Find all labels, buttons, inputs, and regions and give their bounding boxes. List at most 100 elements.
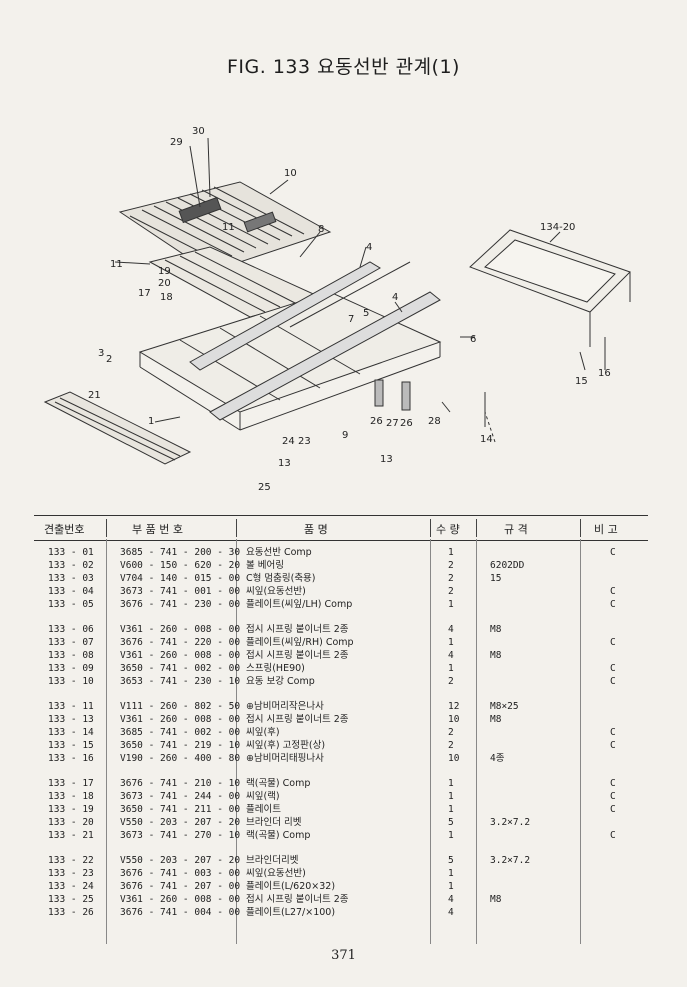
ref-no-cell: 133 - 21 — [48, 830, 94, 841]
quantity-cell: 2 — [448, 676, 454, 687]
quantity-cell: 1 — [448, 881, 454, 892]
part-no-cell: 3653 - 741 - 230 - 10 — [120, 676, 241, 687]
remark-cell: C — [610, 599, 616, 610]
part-name-cell: ⊕남비머리작은나사 — [246, 701, 324, 712]
diagram-label-25: 25 — [258, 482, 271, 493]
diagram-label-27: 27 — [386, 418, 399, 429]
part-name-cell: 접시 시프링 붙이너트 2종 — [246, 714, 349, 725]
ref-no-cell: 133 - 09 — [48, 663, 94, 674]
part-no-cell: V361 - 260 - 008 - 00 — [120, 714, 241, 725]
diagram-label-134-20: 134-20 — [540, 222, 575, 233]
quantity-cell: 5 — [448, 855, 454, 866]
part-name-cell: 접시 시프링 붙이너트 2종 — [246, 650, 349, 661]
quantity-cell: 2 — [448, 586, 454, 597]
part-no-cell: V361 - 260 - 008 - 00 — [120, 894, 241, 905]
diagram-label-2: 2 — [106, 354, 112, 365]
spec-cell: M8 — [490, 714, 502, 725]
diagram-label-4b: 4 — [392, 292, 398, 303]
diagram-label-3: 3 — [98, 348, 104, 359]
part-name-cell: 랙(곡물) Comp — [246, 778, 311, 789]
part-no-cell: 3650 - 741 - 219 - 10 — [120, 740, 241, 751]
remark-cell: C — [610, 547, 616, 558]
diagram-label-19: 19 — [158, 266, 171, 277]
quantity-cell: 4 — [448, 907, 454, 918]
diagram-label-15: 15 — [575, 376, 588, 387]
ref-no-cell: 133 - 13 — [48, 714, 94, 725]
ref-no-cell: 133 - 17 — [48, 778, 94, 789]
diagram-label-10: 10 — [284, 168, 297, 179]
part-name-cell: 씨잎(후) — [246, 727, 280, 738]
part-name-cell: 요동선반 Comp — [246, 547, 312, 558]
header-quantity: 수 량 — [436, 523, 460, 536]
diagram-label-1: 1 — [148, 416, 154, 427]
ref-no-cell: 133 - 08 — [48, 650, 94, 661]
spec-cell: M8 — [490, 894, 502, 905]
page-number: 371 — [331, 948, 356, 963]
part-name-cell: 플레이트(L/620×32) — [246, 881, 336, 892]
part-no-cell: 3685 - 741 - 200 - 30 — [120, 547, 241, 558]
figure-title: FIG. 133 요동선반 관계(1) — [227, 56, 460, 78]
part-no-cell: 3685 - 741 - 002 - 00 — [120, 727, 241, 738]
spec-cell: 6202DD — [490, 560, 525, 571]
quantity-cell: 2 — [448, 740, 454, 751]
part-name-cell: 플레이트(씨잎/RH) Comp — [246, 637, 354, 648]
diagram-label-5: 5 — [363, 308, 369, 319]
part-name-cell: ⊕남비머리태핑나사 — [246, 753, 324, 764]
ref-no-cell: 133 - 16 — [48, 753, 94, 764]
part-no-cell: 3650 - 741 - 002 - 00 — [120, 663, 241, 674]
remark-cell: C — [610, 676, 616, 687]
spec-cell: M8 — [490, 650, 502, 661]
part-name-cell: 플레이트(씨잎/LH) Comp — [246, 599, 353, 610]
quantity-cell: 5 — [448, 817, 454, 828]
diagram-label-18: 18 — [160, 292, 173, 303]
ref-no-cell: 133 - 25 — [48, 894, 94, 905]
diagram-label-17: 17 — [138, 288, 151, 299]
header-part-no: 부 품 번 호 — [132, 523, 183, 536]
quantity-cell: 4 — [448, 650, 454, 661]
diagram-label-26b: 26 — [400, 418, 413, 429]
part-name-cell: 씨잎(요동선반) — [246, 586, 306, 597]
exploded-assembly-diagram: 30 29 10 8 11 4 134-20 11 19 20 17 18 7 … — [30, 112, 670, 512]
part-name-cell: 씨잎(랙) — [246, 791, 280, 802]
remark-cell: C — [610, 663, 616, 674]
header-spec: 규 격 — [504, 523, 528, 536]
ref-no-cell: 133 - 24 — [48, 881, 94, 892]
part-name-cell: 스프링(HE90) — [246, 663, 305, 674]
quantity-cell: 1 — [448, 637, 454, 648]
ref-no-cell: 133 - 03 — [48, 573, 94, 584]
quantity-cell: 1 — [448, 868, 454, 879]
part-no-cell: 3673 - 741 - 270 - 10 — [120, 830, 241, 841]
part-no-cell: V550 - 203 - 207 - 20 — [120, 855, 241, 866]
remark-cell: C — [610, 830, 616, 841]
spec-cell: 3.2×7.2 — [490, 817, 531, 828]
diagram-label-9: 9 — [342, 430, 348, 441]
ref-no-cell: 133 - 20 — [48, 817, 94, 828]
part-name-cell: 플레이트(L27/×100) — [246, 907, 336, 918]
part-no-cell: V190 - 260 - 400 - 80 — [120, 753, 241, 764]
header-remark: 비 고 — [594, 523, 618, 536]
part-no-cell: 3676 - 741 - 230 - 00 — [120, 599, 241, 610]
remark-cell: C — [610, 778, 616, 789]
quantity-cell: 1 — [448, 804, 454, 815]
part-no-cell: V550 - 203 - 207 - 20 — [120, 817, 241, 828]
ref-no-cell: 133 - 19 — [48, 804, 94, 815]
remark-cell: C — [610, 727, 616, 738]
part-name-cell: 접시 시프링 붙이너트 2종 — [246, 624, 349, 635]
part-name-cell: 볼 베어링 — [246, 560, 284, 571]
part-no-cell: V361 - 260 - 008 - 00 — [120, 650, 241, 661]
